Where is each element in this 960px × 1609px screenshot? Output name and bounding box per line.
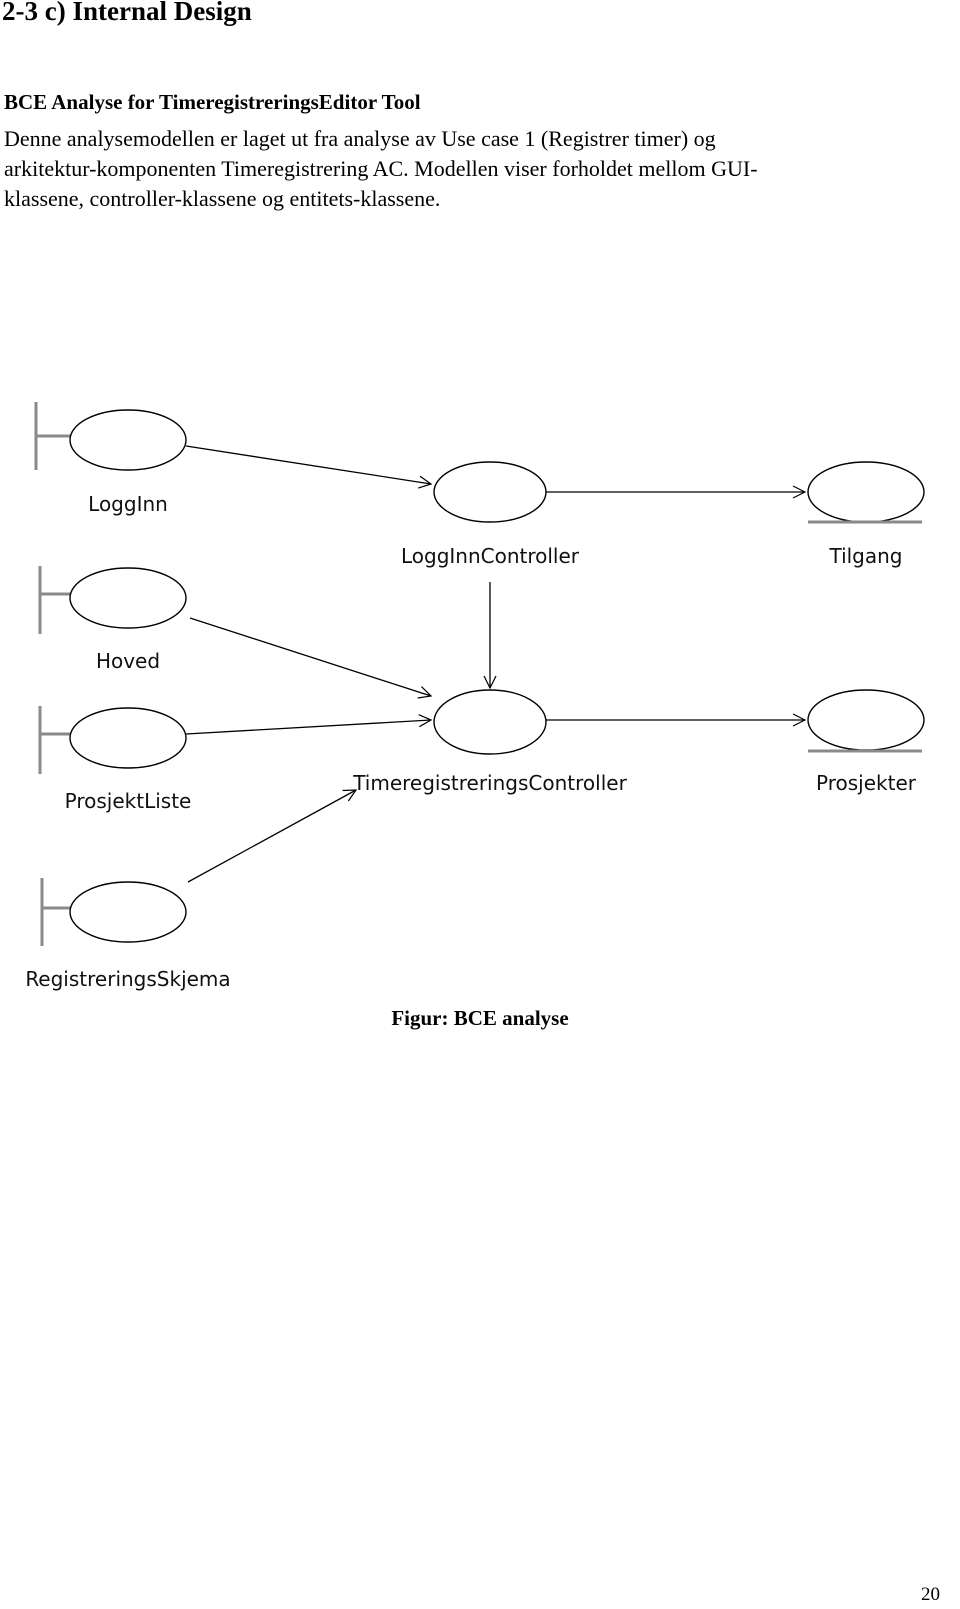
relation-logginn-to-logginncontroller	[185, 445, 431, 484]
boundary-label: Hoved	[96, 649, 160, 673]
paragraph-line: klassene, controller-klassene og entitet…	[4, 186, 441, 211]
paragraph-line: Denne analysemodellen er laget ut fra an…	[4, 126, 716, 151]
entity-tilgang	[807, 461, 925, 524]
controller-label: TimeregistreringsController	[352, 771, 627, 795]
relation-prosjektliste-to-timeregistreringscontroller	[185, 720, 431, 735]
relation-registreringsskjema-to-timeregistreringscontroller	[187, 790, 356, 883]
paragraph-line: arkitektur-komponenten Timeregistrering …	[4, 156, 758, 181]
subheading: BCE Analyse for TimeregistreringsEditor …	[4, 90, 421, 114]
entity-prosjekter	[807, 689, 925, 753]
boundary-hoved	[38, 566, 187, 634]
boundary-label: LoggInn	[88, 492, 168, 516]
section-heading: 2-3 c) Internal Design	[2, 0, 252, 26]
boundary-logginn	[34, 402, 187, 471]
controller-label: LoggInnController	[401, 544, 580, 568]
controller-timeregistreringscontroller	[433, 689, 547, 755]
relation-hoved-to-timeregistreringscontroller	[189, 617, 431, 696]
intro-paragraph: Denne analysemodellen er laget ut fra an…	[4, 124, 954, 214]
page-number: 20	[921, 1584, 940, 1605]
entity-label: Prosjekter	[816, 771, 917, 795]
entity-label: Tilgang	[828, 544, 902, 568]
boundary-label: RegistreringsSkjema	[25, 967, 230, 991]
boundary-label: ProsjektListe	[65, 789, 192, 813]
boundary-registreringsskjema	[40, 878, 187, 946]
controller-logginncontroller	[433, 461, 547, 523]
boundary-prosjektliste	[38, 706, 187, 774]
figure-caption: Figur: BCE analyse	[391, 1006, 569, 1030]
